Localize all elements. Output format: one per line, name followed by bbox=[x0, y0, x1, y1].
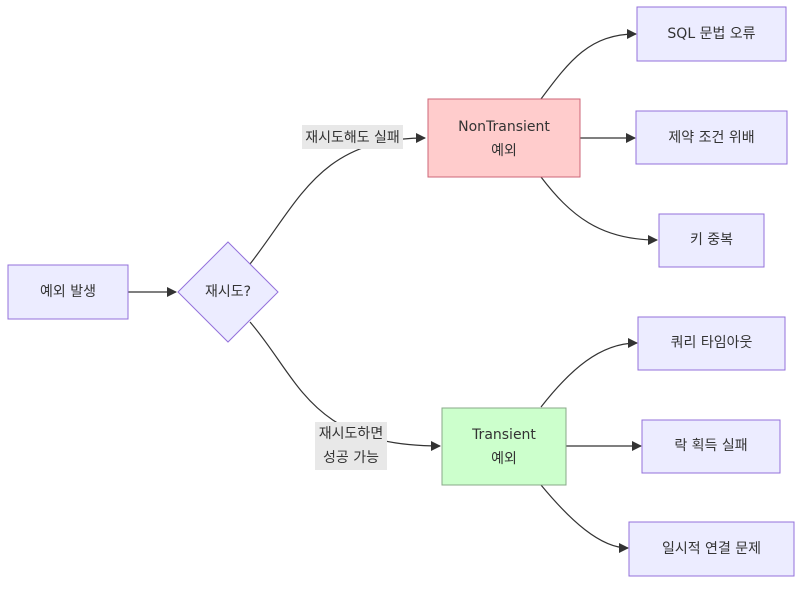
svg-text:SQL 문법 오류: SQL 문법 오류 bbox=[667, 26, 755, 42]
svg-text:키 중복: 키 중복 bbox=[690, 232, 733, 248]
node-temp-connection-issue[interactable]: 일시적 연결 문제 bbox=[628, 521, 795, 577]
edge-transient-to-tempconn bbox=[540, 484, 629, 553]
svg-text:제약 조건 위배: 제약 조건 위배 bbox=[668, 130, 754, 146]
svg-text:예외: 예외 bbox=[491, 451, 517, 467]
node-duplicate-key[interactable]: 키 중복 bbox=[658, 213, 765, 268]
svg-text:성공 가능: 성공 가능 bbox=[323, 450, 379, 466]
edge-nontransient-to-duplicate bbox=[540, 176, 658, 245]
edge-label-succeed-if-retry: 재시도하면 성공 가능 bbox=[315, 422, 387, 470]
svg-text:재시도해도 실패: 재시도해도 실패 bbox=[305, 130, 400, 146]
edges bbox=[128, 29, 658, 553]
node-lock-acquire-fail[interactable]: 락 획득 실패 bbox=[641, 419, 781, 474]
svg-text:재시도?: 재시도? bbox=[205, 284, 251, 300]
svg-text:Transient: Transient bbox=[471, 427, 536, 443]
svg-text:재시도하면: 재시도하면 bbox=[319, 426, 383, 442]
node-transient[interactable]: Transient 예외 bbox=[441, 407, 567, 486]
edge-decision-to-transient bbox=[249, 321, 441, 451]
svg-text:일시적 연결 문제: 일시적 연결 문제 bbox=[662, 541, 761, 557]
edge-nontransient-to-sql bbox=[540, 29, 637, 100]
node-decision[interactable]: 재시도? bbox=[177, 241, 279, 343]
node-query-timeout[interactable]: 쿼리 타임아웃 bbox=[637, 316, 786, 371]
edge-transient-to-timeout bbox=[540, 338, 638, 408]
node-constraint-violation[interactable]: 제약 조건 위배 bbox=[635, 110, 788, 165]
node-sql-syntax-error[interactable]: SQL 문법 오류 bbox=[636, 6, 787, 62]
svg-text:NonTransient: NonTransient bbox=[458, 119, 550, 135]
svg-text:쿼리 타임아웃: 쿼리 타임아웃 bbox=[671, 335, 753, 351]
edge-label-fail-even-retry: 재시도해도 실패 bbox=[302, 125, 403, 149]
svg-text:락 획득 실패: 락 획득 실패 bbox=[674, 438, 747, 454]
node-exception[interactable]: 예외 발생 bbox=[7, 264, 129, 320]
svg-text:예외: 예외 bbox=[491, 143, 517, 159]
edge-decision-to-nontransient bbox=[249, 133, 426, 265]
svg-text:예외 발생: 예외 발생 bbox=[40, 284, 96, 300]
node-nontransient[interactable]: NonTransient 예외 bbox=[427, 98, 581, 178]
